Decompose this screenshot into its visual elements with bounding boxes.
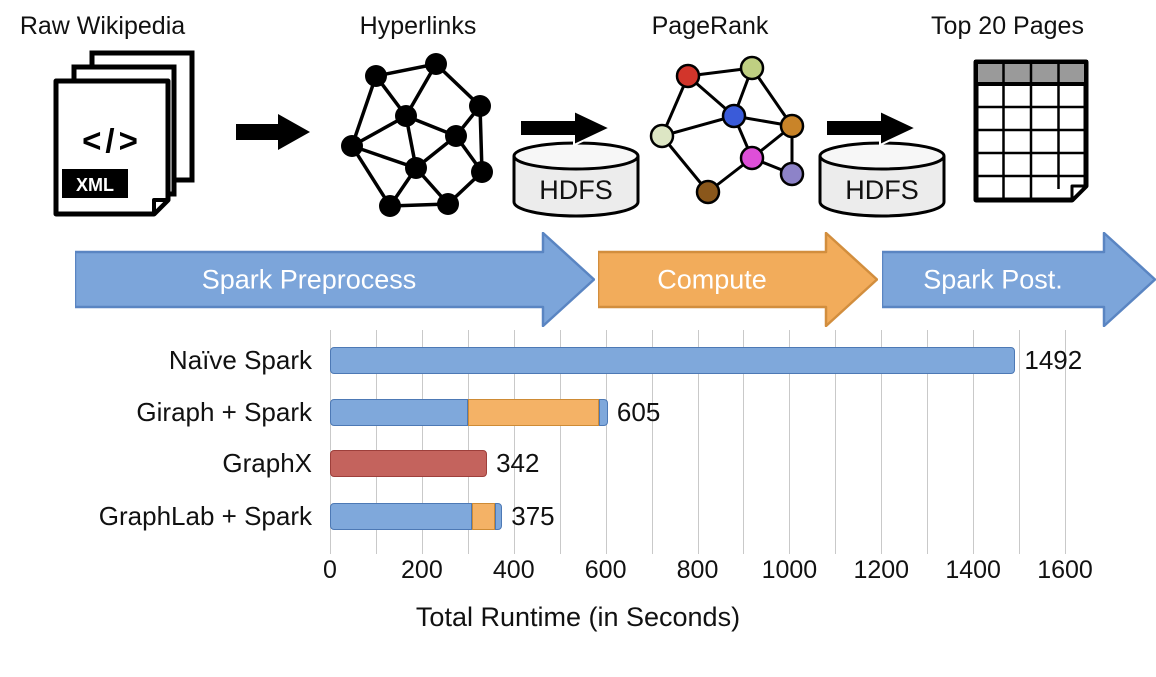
hdfs-store-1: HDFS xyxy=(508,110,648,220)
flow-arrow-icon xyxy=(520,110,612,146)
runtime-bar-chart: Total Runtime (in Seconds) Naïve Spark 14… xyxy=(0,330,1156,677)
category-label: Naïve Spark xyxy=(168,345,312,375)
stage-label-raw-wikipedia: Raw Wikipedia xyxy=(19,12,186,40)
x-tick-label: 800 xyxy=(676,556,719,584)
hdfs-label-text: HDFS xyxy=(845,175,919,205)
bar-segment-blue xyxy=(330,399,468,426)
bar-segment-orange xyxy=(467,399,599,426)
x-axis-title: Total Runtime (in Seconds) xyxy=(415,602,741,632)
process-arrow-label: Spark Post. xyxy=(923,265,1063,295)
hdfs-cylinder-icon: HDFS xyxy=(818,141,946,218)
bar-segment-blue xyxy=(598,399,608,426)
category-label: GraphLab + Spark xyxy=(98,501,312,531)
bar-segment-red xyxy=(330,450,488,477)
x-tick-label: 400 xyxy=(492,556,535,584)
xml-badge-text: XML xyxy=(76,175,114,195)
x-tick-label: 0 xyxy=(323,556,337,584)
gridline xyxy=(651,330,653,554)
category-label: GraphX xyxy=(222,448,312,478)
gridline xyxy=(973,330,975,554)
gridline xyxy=(789,330,791,554)
gridline xyxy=(421,330,423,554)
x-tick-label: 200 xyxy=(401,556,443,584)
hyperlinks-graph-icon xyxy=(341,53,493,217)
gridline xyxy=(927,330,929,554)
gridline xyxy=(559,330,561,554)
hdfs-cylinder-icon: HDFS xyxy=(512,141,640,218)
wikipedia-xml-documents-icon: </> XML xyxy=(53,50,195,217)
results-table-icon xyxy=(973,59,1089,203)
gridline xyxy=(881,330,883,554)
process-arrow-label: Compute xyxy=(657,265,767,295)
stage-label-pagerank: PageRank xyxy=(651,12,769,40)
gridline xyxy=(743,330,745,554)
pagerank-graph-icon xyxy=(649,55,805,205)
x-tick-label: 1400 xyxy=(945,556,1001,584)
bar-segment-blue xyxy=(330,503,473,530)
gridline xyxy=(1019,330,1021,554)
x-tick-label: 600 xyxy=(584,556,627,584)
bar-segment-blue xyxy=(495,503,503,530)
bar-segment-blue xyxy=(330,347,1016,374)
process-arrow-compute: Compute xyxy=(598,232,878,327)
x-tick-label: 1200 xyxy=(853,556,910,584)
gridline xyxy=(605,330,607,554)
value-label: 1492 xyxy=(1024,345,1083,375)
gridline xyxy=(375,330,377,554)
bar-row xyxy=(330,399,608,426)
x-tick-label: 1000 xyxy=(761,556,818,584)
value-label: 605 xyxy=(616,397,661,427)
gridline xyxy=(1065,330,1066,554)
flow-arrow-icon xyxy=(236,114,310,150)
stage-label-top-20-pages: Top 20 Pages xyxy=(931,12,1084,40)
value-label: 342 xyxy=(496,448,540,478)
value-label: 375 xyxy=(511,501,555,531)
bar-row xyxy=(330,347,1016,374)
stage-label-hyperlinks: Hyperlinks xyxy=(359,12,477,40)
gridline xyxy=(835,330,837,554)
process-arrow-spark-post: Spark Post. xyxy=(882,232,1156,327)
gridline xyxy=(467,330,469,554)
process-arrow-spark-preprocess: Spark Preprocess xyxy=(75,232,595,327)
process-arrow-label: Spark Preprocess xyxy=(202,265,417,295)
bar-row xyxy=(330,450,488,477)
hdfs-label-text: HDFS xyxy=(539,175,613,205)
gridline xyxy=(697,330,699,554)
category-label: Giraph + Spark xyxy=(136,397,312,427)
bar-segment-orange xyxy=(472,503,496,530)
gridline xyxy=(513,330,515,554)
x-tick-label: 1600 xyxy=(1037,556,1093,584)
flow-arrow-icon xyxy=(826,110,918,146)
code-glyph-text: </> xyxy=(82,122,142,159)
gridline xyxy=(330,330,331,554)
hdfs-store-2: HDFS xyxy=(814,110,954,220)
bar-row xyxy=(330,503,503,530)
